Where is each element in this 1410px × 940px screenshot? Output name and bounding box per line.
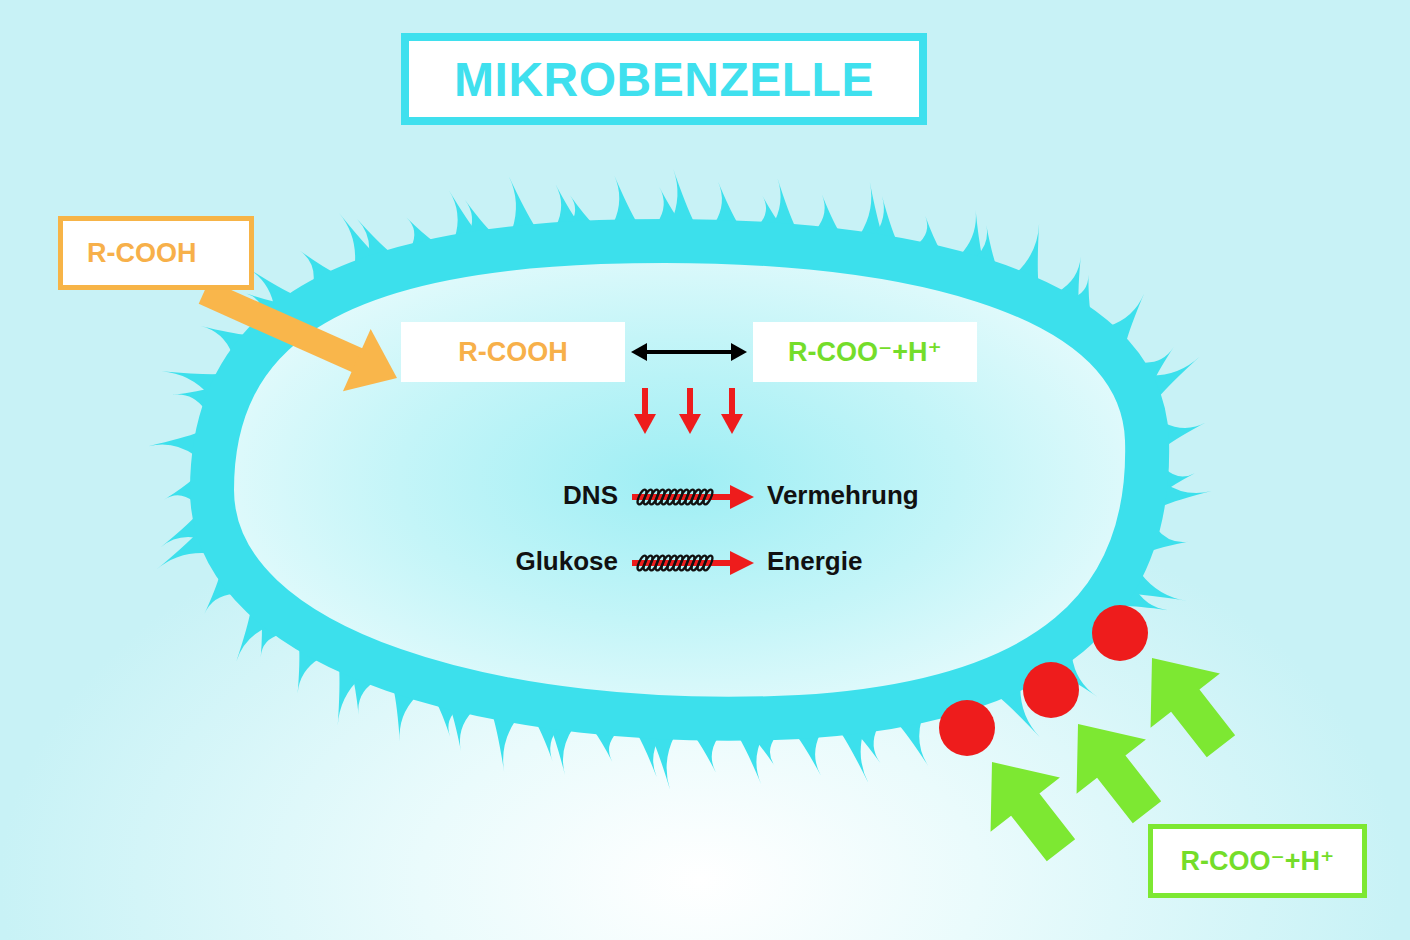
formula-text: R-COO⁻+H⁺	[788, 336, 942, 368]
membrane-spike	[148, 432, 199, 456]
membrane-spike	[739, 736, 763, 784]
process-label: Vermehrung	[767, 480, 919, 511]
membrane-spike	[1161, 483, 1211, 507]
molecule-box: R-COO⁻+H⁺	[753, 322, 977, 382]
membrane-spike	[772, 179, 796, 229]
membrane-spike	[509, 176, 536, 230]
molecule-box: R-COOH	[58, 216, 254, 290]
membrane-spike	[493, 715, 517, 772]
reaction-arrow	[631, 343, 747, 361]
formula-text: R-COOH	[458, 337, 568, 368]
cell-membrane	[212, 241, 1147, 719]
blocked-arrows	[632, 485, 754, 575]
reaction-arrow	[204, 292, 397, 391]
membrane-spike	[840, 729, 868, 783]
membrane-spike	[695, 736, 719, 772]
inhibition-arrows	[634, 388, 743, 434]
coil-loop	[702, 488, 714, 505]
process-label: Energie	[767, 546, 862, 577]
membrane-spike	[671, 169, 695, 223]
process-label: DNS	[563, 480, 618, 511]
cell-spikes	[148, 169, 1211, 790]
formula-text: R-COO⁻+H⁺	[1181, 845, 1335, 877]
membrane-spike	[637, 734, 661, 777]
formula-text: R-COOH	[87, 238, 197, 269]
molecule-box: R-COO⁻+H⁺	[1148, 824, 1367, 898]
process-label: Glukose	[515, 546, 618, 577]
membrane-spike	[164, 478, 194, 502]
title-text: MIKROBENZELLE	[454, 52, 874, 107]
membrane-spike	[1164, 422, 1206, 446]
title-box: MIKROBENZELLE	[401, 33, 927, 125]
molecule-box: R-COOH	[401, 322, 625, 382]
membrane-spike	[714, 182, 738, 225]
membrane-spike	[796, 734, 821, 776]
membrane-spike	[613, 176, 637, 224]
coil-loop	[702, 554, 714, 571]
